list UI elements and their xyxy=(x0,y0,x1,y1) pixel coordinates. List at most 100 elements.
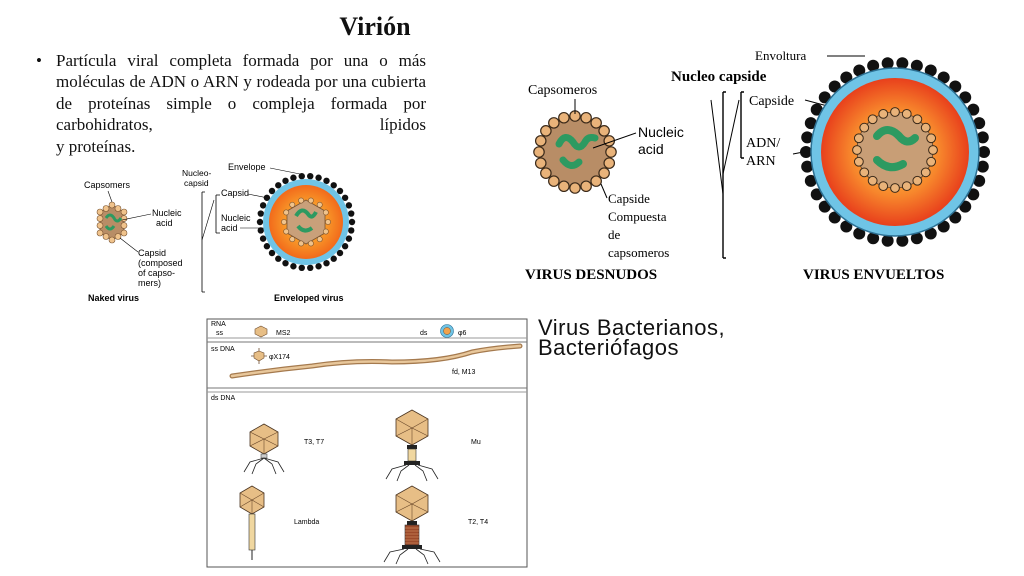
envelope-spike xyxy=(896,234,909,247)
envelope-spike xyxy=(298,264,305,271)
envelope-spike xyxy=(853,64,866,77)
envelope-spike xyxy=(818,91,831,104)
envelope-spike xyxy=(840,71,853,84)
capsomer xyxy=(316,201,323,208)
capsomer xyxy=(533,146,545,158)
label-capsid: Capsid xyxy=(221,188,249,198)
capsomer xyxy=(890,107,900,117)
small-virus-diagram: Capsomers Nucleic acid Capsid (composed … xyxy=(84,162,356,303)
capsomer xyxy=(540,125,552,137)
label-naked-virus: Naked virus xyxy=(88,293,139,303)
envelope-spike xyxy=(804,174,817,187)
envelope-spike xyxy=(290,174,297,181)
large-naked-capsomers xyxy=(533,110,617,194)
envelope-spike xyxy=(348,227,355,234)
label-virus-desnudos: VIRUS DESNUDOS xyxy=(525,267,657,283)
label-nucleic-b-2: acid xyxy=(221,223,238,233)
capsomer xyxy=(322,228,329,235)
envelope-spike xyxy=(881,57,894,70)
capsomer xyxy=(912,114,923,125)
envelope-spike xyxy=(937,220,950,233)
capsomer xyxy=(283,209,290,216)
envelope-spike xyxy=(341,243,349,250)
small-naked-virus xyxy=(96,201,128,244)
label-phix174: φX174 xyxy=(269,354,290,361)
label-t3-t7: T3, T7 xyxy=(304,439,324,446)
t3-t7-phage xyxy=(243,423,285,475)
envelope-spike xyxy=(959,200,972,213)
bacterial-line-2: Bacteriófagos xyxy=(538,335,680,360)
capsomer xyxy=(598,125,610,137)
slide-title: Virión xyxy=(339,12,411,41)
label-capsomeros: Capsomeros xyxy=(528,83,597,98)
label-nucleic-large-1: Nucleic xyxy=(638,124,684,140)
small-enveloped-virus xyxy=(256,173,356,271)
bullet-dot: • xyxy=(36,51,42,70)
capsomer xyxy=(283,228,290,235)
envelope-spike xyxy=(259,202,267,209)
capsomer xyxy=(859,167,870,178)
envelope-spike xyxy=(867,59,880,72)
label-envoltura: Envoltura xyxy=(755,48,806,63)
capsomer xyxy=(605,146,617,158)
label-virus-envueltos: VIRUS ENVUELTOS xyxy=(803,267,944,283)
capsomer xyxy=(853,156,864,167)
large-enveloped-virus xyxy=(800,57,990,247)
envelope-spike xyxy=(257,227,264,234)
envelope-spike xyxy=(315,263,322,270)
capsomer xyxy=(289,236,296,243)
capsomer xyxy=(920,122,931,133)
capsomer xyxy=(878,181,889,192)
label-capside-compuesta-3: de xyxy=(608,227,621,242)
envelope-spike xyxy=(804,117,817,130)
capsomer xyxy=(912,175,923,186)
label-lambda: Lambda xyxy=(294,519,319,526)
bullet-paragraph: • Partícula viral completa formada por u… xyxy=(36,50,426,157)
envelope-spike xyxy=(978,146,990,158)
capsomer xyxy=(852,145,862,155)
envelope-spike xyxy=(323,259,330,267)
label-capsid-composed-1: Capsid xyxy=(138,248,166,258)
lambda-phage xyxy=(239,485,265,560)
capsomer xyxy=(928,145,938,155)
envelope-spike xyxy=(348,210,355,217)
label-nucleocapsid-2: capsid xyxy=(184,178,209,188)
bullet-text: Partícula viral completa formada por una… xyxy=(56,51,426,135)
envelope-spike xyxy=(345,235,353,242)
label-envelope: Envelope xyxy=(228,162,266,172)
envelope-spike xyxy=(257,210,264,217)
capsomer xyxy=(558,111,570,124)
t2-t4-phage xyxy=(383,485,441,565)
envelope-spike xyxy=(910,59,923,72)
phix174-virion xyxy=(251,348,267,364)
capsomer xyxy=(853,133,864,144)
envelope-spike xyxy=(268,249,276,257)
label-fd-m13: fd, M13 xyxy=(452,369,475,376)
envelope-spike xyxy=(881,234,894,247)
envelope-spike xyxy=(973,174,986,187)
capsomer xyxy=(920,167,931,178)
envelope-spike xyxy=(282,259,289,267)
label-nucleic-large-2: acid xyxy=(638,141,664,157)
envelope-spike xyxy=(937,71,950,84)
envelope-spike xyxy=(330,182,337,189)
label-nucleo-capside: Nucleo capside xyxy=(671,69,767,85)
label-capsomers: Capsomers xyxy=(84,180,131,190)
envelope-spike xyxy=(307,173,314,180)
label-capside: Capside xyxy=(749,94,794,109)
capsomer xyxy=(580,111,592,124)
label-adn-arn-1: ADN/ xyxy=(746,136,780,151)
envelope-spike xyxy=(976,160,989,173)
capsomer xyxy=(590,117,602,129)
capsomer xyxy=(534,157,547,169)
rna-ss: ss xyxy=(216,330,224,337)
capsomer xyxy=(867,175,878,186)
envelope-spike xyxy=(290,263,297,270)
capsomer xyxy=(307,240,314,247)
envelope-spike xyxy=(896,57,909,70)
large-envelope-spikes xyxy=(800,57,990,247)
capsomer xyxy=(281,219,287,225)
envelope-spike xyxy=(828,211,841,224)
envelope-spike xyxy=(959,91,972,104)
label-phi6: φ6 xyxy=(458,330,467,337)
